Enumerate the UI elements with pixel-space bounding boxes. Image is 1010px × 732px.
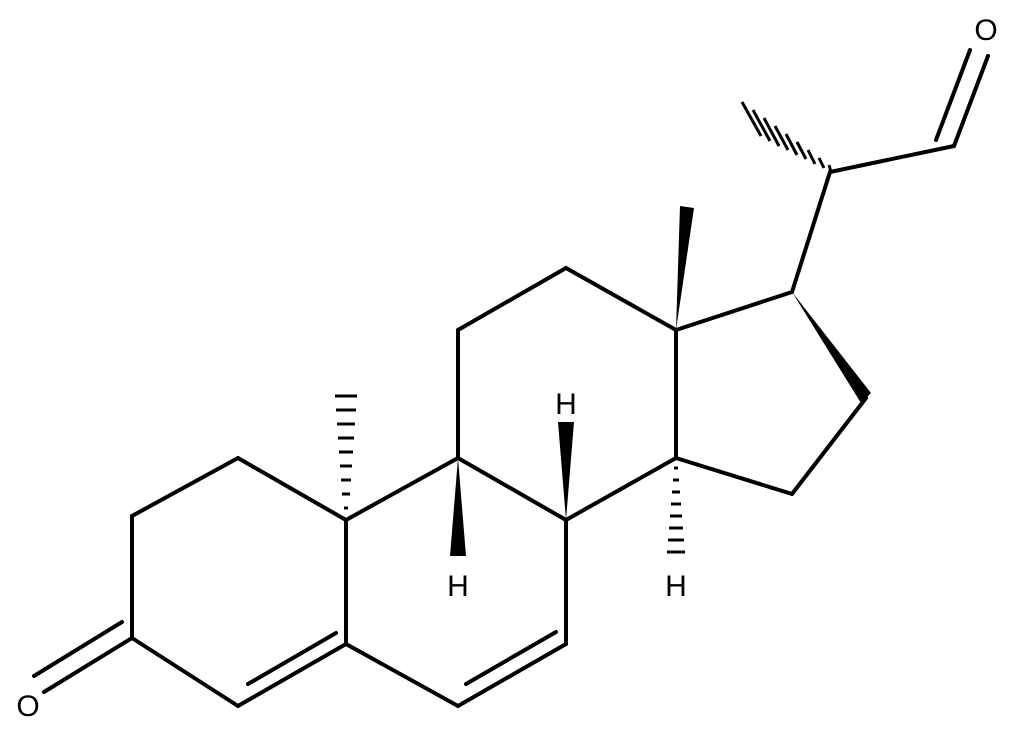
c8-hydrogen: H: [555, 388, 577, 520]
hashed-bond-c14-h: [667, 466, 685, 554]
bond-c1-c2: [130, 456, 240, 518]
bond-c4-c5: [236, 642, 348, 708]
bond-c12-c13: [564, 266, 678, 332]
wedge-bond-c8-h: [558, 422, 574, 520]
bond-c13-c17: [674, 290, 794, 332]
bond-c15-c14: [674, 456, 794, 496]
wedge-bond-c17-c16: [792, 292, 871, 403]
bond-c16-c15: [790, 396, 868, 496]
bond-c22-o: [952, 54, 990, 148]
bond-c22-o-double: [934, 48, 972, 142]
wedge-bond-c13-methyl: [676, 206, 694, 330]
bond-c17-c20: [790, 170, 832, 294]
bond-c5-c6: [344, 642, 460, 708]
bond-c4-c5-double: [246, 631, 338, 686]
hashed-bond-c10-methyl: [335, 394, 357, 510]
bond-c3-c4: [130, 636, 240, 708]
bond-c10-c1: [236, 456, 348, 522]
bond-c8-c9: [456, 456, 568, 522]
bond-c9-c10: [344, 456, 460, 522]
ring-b: [344, 456, 568, 708]
ring-d: [674, 290, 871, 496]
c9-hydrogen: H: [447, 458, 469, 603]
bond-c11-c12: [456, 266, 568, 332]
bond-c6-c7: [456, 642, 568, 708]
bond-c3-o-double: [32, 620, 124, 678]
aldehyde-oxygen-label: O: [974, 14, 997, 47]
hashed-bond-c20-methyl: [740, 101, 833, 173]
bond-c14-c8: [564, 456, 678, 522]
bond-c3-o: [42, 636, 134, 694]
bond-c20-c22: [828, 144, 956, 174]
ring-a: [130, 456, 348, 708]
bond-c6-c7-double: [464, 630, 558, 686]
side-chain: O: [740, 14, 998, 294]
h-c14-label: H: [665, 570, 687, 603]
ketone-group: O: [16, 620, 134, 723]
h-c8-label: H: [555, 388, 577, 421]
wedge-bond-c9-h: [450, 458, 466, 556]
h-c9-label: H: [447, 570, 469, 603]
c14-hydrogen: H: [665, 466, 687, 603]
ketone-oxygen-label: O: [16, 690, 39, 723]
ring-c: [456, 266, 678, 522]
